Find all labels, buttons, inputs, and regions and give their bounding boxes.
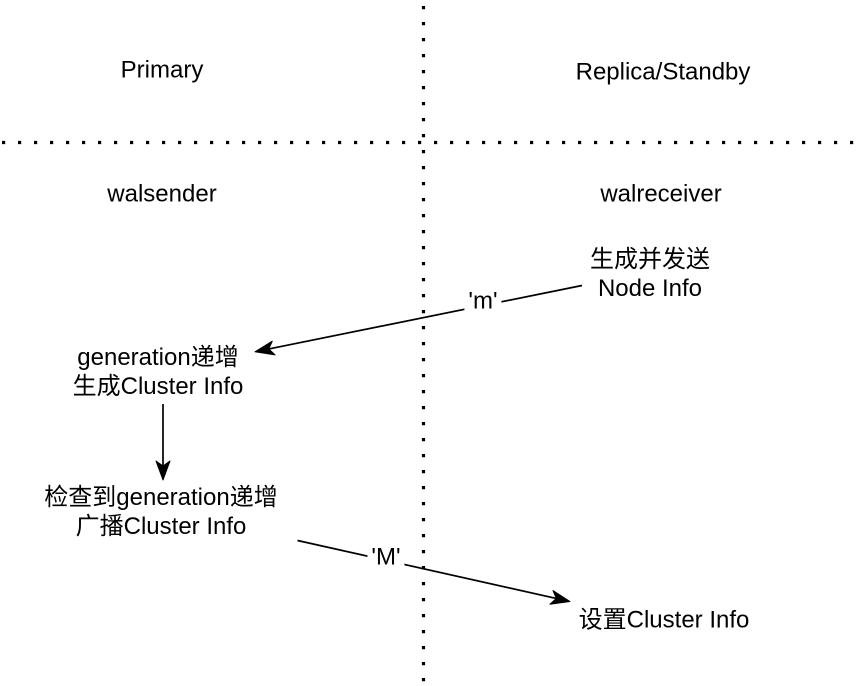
- role-label-walsender: walsender: [107, 180, 217, 208]
- message-m-label: 'm': [464, 286, 502, 316]
- step-generation-line1: generation递增: [77, 344, 239, 371]
- step-generation: generation递增 生成Cluster Info: [73, 343, 244, 401]
- message-M-arrow: [297, 539, 571, 605]
- step-set-cluster-info: 设置Cluster Info: [578, 606, 750, 634]
- lane-title-replica-standby: Replica/Standby: [575, 58, 751, 86]
- message-M-label: 'M': [367, 542, 405, 572]
- step-generation-line2: 生成Cluster Info: [72, 373, 244, 400]
- step-check-broadcast: 检查到generation递增 广播Cluster Info: [44, 483, 277, 541]
- step-check-broadcast-line2: 广播Cluster Info: [75, 513, 247, 540]
- role-label-walreceiver: walreceiver: [600, 180, 722, 208]
- step-check-broadcast-line1: 检查到generation递增: [44, 484, 278, 511]
- step-node-info: 生成并发送 Node Info: [590, 245, 710, 303]
- step-node-info-line2: Node Info: [597, 275, 703, 302]
- message-m-arrow: [254, 284, 583, 356]
- step-node-info-line1: 生成并发送: [590, 246, 710, 273]
- lane-title-primary: Primary: [120, 56, 204, 84]
